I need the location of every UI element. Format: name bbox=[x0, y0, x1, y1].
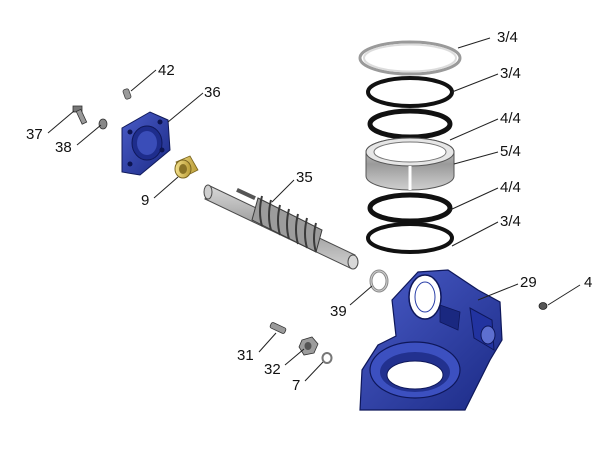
callout-37: 37 bbox=[26, 126, 43, 143]
callout-35: 35 bbox=[296, 169, 313, 186]
worm-shaft bbox=[203, 184, 359, 270]
gear-housing bbox=[359, 269, 503, 411]
callout-4-4-b: 4/4 bbox=[500, 179, 521, 196]
washer-38 bbox=[98, 118, 108, 130]
callout-31: 31 bbox=[237, 347, 254, 364]
screw-4 bbox=[538, 302, 548, 310]
bolt-37 bbox=[72, 105, 88, 125]
callout-39: 39 bbox=[330, 303, 347, 320]
callout-4: 4 bbox=[584, 274, 592, 291]
seal-ring-lower bbox=[367, 192, 453, 224]
washer-7 bbox=[321, 352, 333, 364]
cover-plate bbox=[121, 111, 171, 176]
callout-4-4-a: 4/4 bbox=[500, 110, 521, 127]
callout-42: 42 bbox=[158, 62, 175, 79]
callout-38: 38 bbox=[55, 139, 72, 156]
o-ring-upper bbox=[366, 76, 454, 108]
screw-42 bbox=[122, 88, 132, 100]
ring-stack bbox=[358, 40, 462, 254]
steel-band bbox=[365, 137, 455, 191]
o-ring-lower bbox=[366, 222, 454, 254]
bushing bbox=[174, 155, 199, 179]
washer-39 bbox=[369, 269, 389, 293]
callout-labels: 42 36 37 38 9 35 3/4 3/4 4/4 5/4 4/4 3/4… bbox=[26, 29, 592, 394]
callout-3-4-a: 3/4 bbox=[500, 65, 521, 82]
pin-31 bbox=[269, 322, 287, 334]
seal-ring-upper bbox=[367, 108, 453, 140]
callout-5-4: 5/4 bbox=[500, 143, 521, 160]
nut-32 bbox=[298, 336, 319, 356]
callout-3-4-top: 3/4 bbox=[497, 29, 518, 46]
callout-3-4-b: 3/4 bbox=[500, 213, 521, 230]
ring-top-cut bbox=[358, 40, 462, 76]
callout-32: 32 bbox=[264, 361, 281, 378]
callout-36: 36 bbox=[204, 84, 221, 101]
callout-9: 9 bbox=[141, 192, 149, 209]
callout-29: 29 bbox=[520, 274, 537, 291]
leader-lines bbox=[47, 37, 581, 382]
callout-7: 7 bbox=[292, 377, 300, 394]
